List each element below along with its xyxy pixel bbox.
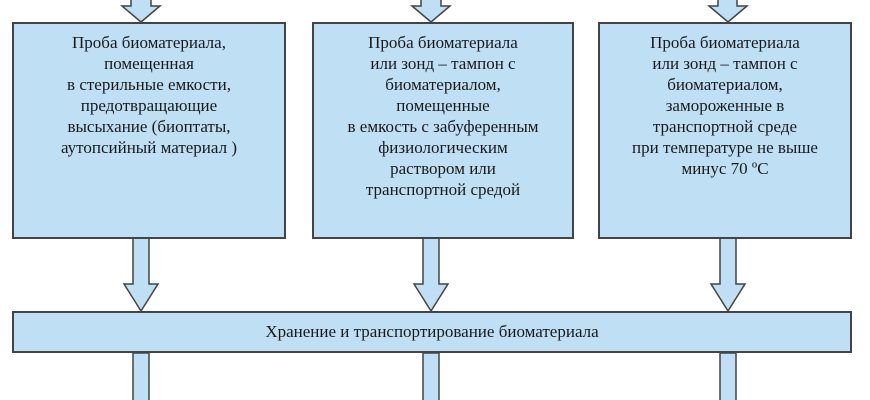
arrow-bottom-3 — [719, 352, 737, 400]
box-buffered-solution: Проба биоматериала или зонд – тампон с б… — [312, 22, 574, 239]
box-line: физиологическим — [378, 138, 508, 157]
box-line: в емкость с забуференным — [347, 117, 539, 136]
box-line: раствором или — [390, 159, 496, 178]
box-line: Проба биоматериала, — [72, 33, 226, 52]
box-line: транспортной средой — [365, 180, 521, 199]
box-line: предотвращающие — [80, 96, 218, 115]
box-line: Проба биоматериала — [650, 33, 800, 52]
arrow-bottom-2 — [422, 352, 440, 400]
box-line: помещенная — [104, 54, 194, 73]
box-sterile-containers: Проба биоматериала, помещенная в стериль… — [12, 22, 286, 239]
arrow-mid-3 — [709, 237, 747, 313]
box-line: замороженные в — [665, 96, 785, 115]
arrow-mid-2 — [412, 237, 450, 313]
box-line: при температуре не выше — [632, 138, 818, 157]
box-frozen-transport: Проба биоматериала или зонд – тампон с б… — [598, 22, 852, 239]
box-line: биоматериалом, — [385, 75, 501, 94]
arrow-bottom-1 — [132, 352, 150, 400]
arrow-mid-1 — [122, 237, 160, 313]
box-line: высыхание (биоптаты, — [67, 117, 231, 136]
arrow-top-3 — [706, 0, 750, 23]
bar-label: Хранение и транспортирование биоматериал… — [265, 322, 599, 341]
box-line: или зонд – тампон с — [370, 54, 516, 73]
box-line: биоматериалом, — [667, 75, 783, 94]
box-line: в стерильные емкости, — [67, 75, 231, 94]
arrow-top-2 — [409, 0, 453, 23]
box-line: Проба биоматериала — [368, 33, 518, 52]
box-line: аутопсийный материал ) — [60, 138, 237, 157]
box-line: транспортной среде — [652, 117, 798, 136]
arrow-top-1 — [119, 0, 163, 23]
storage-transport-bar: Хранение и транспортирование биоматериал… — [12, 311, 852, 353]
box-line: минус 70 ºС — [681, 159, 769, 178]
box-line: или зонд – тампон с — [652, 54, 798, 73]
box-line: помещенные — [396, 96, 490, 115]
